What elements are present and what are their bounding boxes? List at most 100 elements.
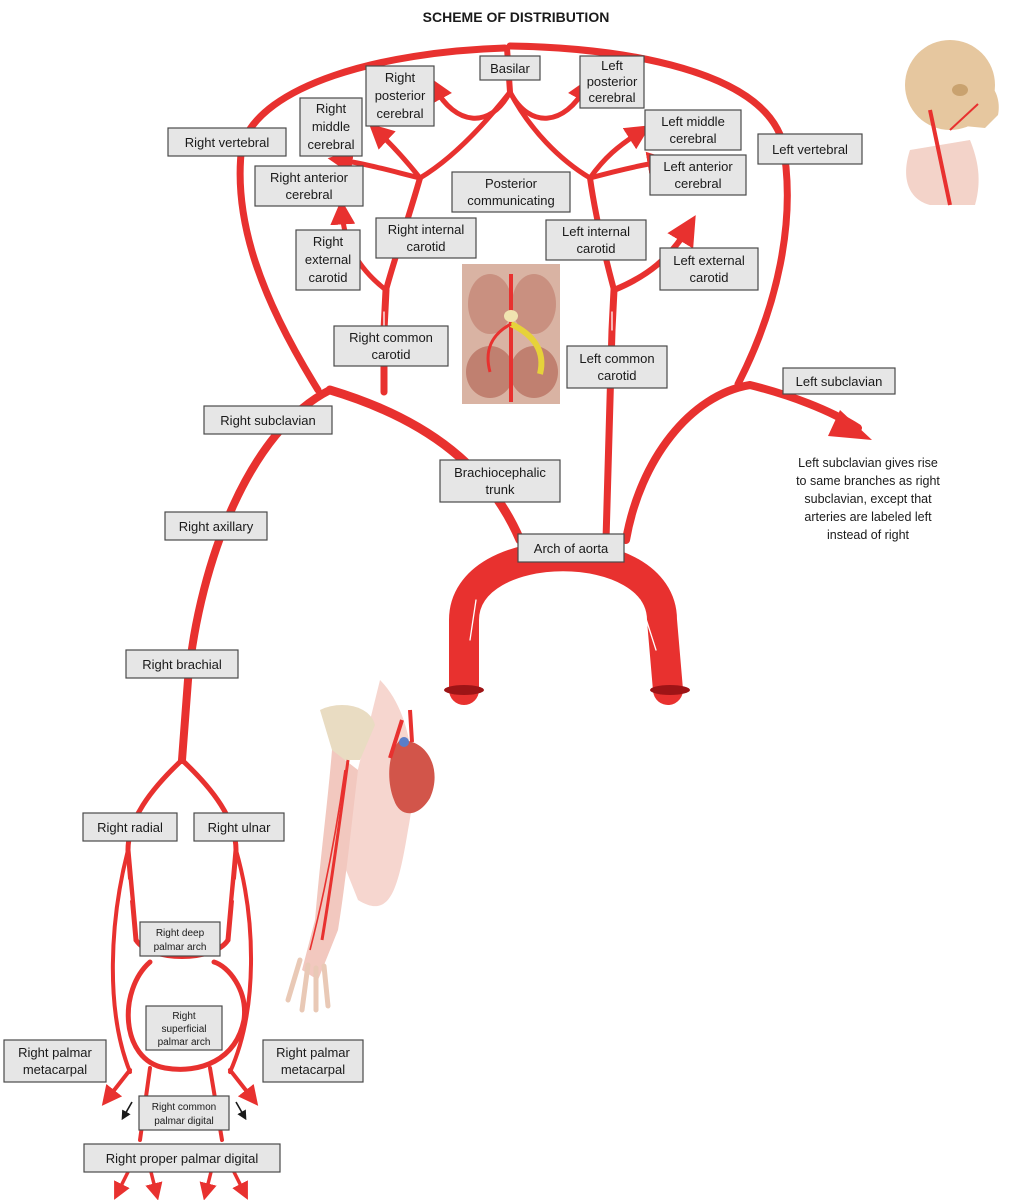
brachiocephalic-trunk-artery bbox=[325, 385, 525, 545]
right-posterior-cerebral-branch bbox=[429, 77, 513, 121]
label-right-subclavian: Right subclavian bbox=[203, 405, 333, 435]
svg-text:palmar digital: palmar digital bbox=[154, 1116, 213, 1127]
svg-text:carotid: carotid bbox=[406, 239, 445, 254]
label-right-common-palmar-digital: Right common palmar digital bbox=[138, 1095, 230, 1131]
svg-text:carotid: carotid bbox=[308, 270, 347, 285]
svg-text:subclavian, except that: subclavian, except that bbox=[804, 492, 932, 506]
svg-text:palmar arch: palmar arch bbox=[154, 942, 207, 953]
brain-base-illustration bbox=[462, 264, 560, 404]
ascending-aorta-opening bbox=[444, 685, 484, 695]
svg-text:Left subclavian: Left subclavian bbox=[796, 374, 883, 389]
svg-text:cerebral: cerebral bbox=[377, 106, 424, 121]
palmar-outer-loop-right bbox=[228, 848, 253, 1074]
svg-text:Left middle: Left middle bbox=[661, 114, 725, 129]
svg-text:cerebral: cerebral bbox=[286, 187, 333, 202]
label-right-ulnar: Right ulnar bbox=[193, 812, 285, 842]
metacarpal-branch-2 bbox=[228, 1068, 259, 1106]
aortic-arch bbox=[449, 541, 683, 705]
svg-text:to same branches as right: to same branches as right bbox=[796, 474, 940, 488]
label-left-external-carotid: Left external carotid bbox=[659, 247, 759, 291]
svg-text:posterior: posterior bbox=[587, 74, 638, 89]
svg-text:carotid: carotid bbox=[371, 347, 410, 362]
svg-text:Left external: Left external bbox=[673, 253, 745, 268]
svg-text:cerebral: cerebral bbox=[675, 176, 722, 191]
svg-text:Right radial: Right radial bbox=[97, 820, 163, 835]
svg-text:communicating: communicating bbox=[467, 193, 554, 208]
svg-text:Left subclavian gives rise: Left subclavian gives rise bbox=[798, 456, 938, 470]
label-left-middle-cerebral: Left middle cerebral bbox=[644, 109, 742, 151]
label-right-palmar-metacarpal-right: Right palmar metacarpal bbox=[262, 1039, 364, 1083]
svg-text:Right subclavian: Right subclavian bbox=[220, 413, 315, 428]
svg-text:posterior: posterior bbox=[375, 88, 426, 103]
left-common-carotid-artery bbox=[602, 286, 618, 544]
descending-aorta-opening bbox=[650, 685, 690, 695]
label-left-vertebral: Left vertebral bbox=[757, 133, 863, 165]
label-right-posterior-cerebral: Right posterior cerebral bbox=[365, 65, 435, 127]
svg-text:Right: Right bbox=[316, 101, 347, 116]
superficial-palmar-arch-artery bbox=[125, 959, 247, 1072]
svg-text:external: external bbox=[305, 252, 351, 267]
label-right-deep-palmar-arch: Right deep palmar arch bbox=[139, 921, 221, 957]
label-right-external-carotid: Right external carotid bbox=[295, 229, 361, 291]
label-left-subclavian: Left subclavian bbox=[782, 367, 896, 395]
left-external-carotid-artery bbox=[611, 215, 696, 293]
svg-text:Left common: Left common bbox=[579, 351, 654, 366]
label-left-common-carotid: Left common carotid bbox=[566, 345, 668, 389]
svg-text:Left: Left bbox=[601, 58, 623, 73]
svg-text:instead of right: instead of right bbox=[827, 528, 910, 542]
label-left-posterior-cerebral: Left posterior cerebral bbox=[579, 55, 645, 109]
right-radial-artery bbox=[125, 757, 185, 943]
svg-text:middle: middle bbox=[312, 119, 350, 134]
svg-text:Right common: Right common bbox=[152, 1102, 216, 1113]
label-left-internal-carotid: Left internal carotid bbox=[545, 219, 647, 261]
label-right-radial: Right radial bbox=[82, 812, 178, 842]
svg-text:Right: Right bbox=[172, 1011, 196, 1022]
svg-text:Right anterior: Right anterior bbox=[270, 170, 349, 185]
diagram-title: SCHEME OF DISTRIBUTION bbox=[423, 9, 610, 25]
svg-text:Right: Right bbox=[313, 234, 344, 249]
right-anterior-cerebral-branch bbox=[327, 149, 423, 181]
svg-text:Right vertebral: Right vertebral bbox=[185, 135, 270, 150]
label-right-anterior-cerebral: Right anterior cerebral bbox=[254, 165, 364, 207]
label-right-common-carotid: Right common carotid bbox=[333, 325, 449, 367]
label-right-brachial: Right brachial bbox=[125, 649, 239, 679]
svg-text:Right palmar: Right palmar bbox=[18, 1045, 92, 1060]
metacarpal-flow-arrow-right bbox=[235, 1101, 247, 1121]
label-right-vertebral: Right vertebral bbox=[167, 127, 287, 157]
svg-text:Brachiocephalic: Brachiocephalic bbox=[454, 465, 546, 480]
label-right-internal-carotid: Right internal carotid bbox=[375, 217, 477, 259]
svg-text:trunk: trunk bbox=[486, 482, 515, 497]
svg-text:Arch of aorta: Arch of aorta bbox=[534, 541, 609, 556]
svg-text:Posterior: Posterior bbox=[485, 176, 538, 191]
svg-text:cerebral: cerebral bbox=[308, 137, 355, 152]
label-right-superficial-palmar-arch: Right superficial palmar arch bbox=[145, 1005, 223, 1051]
label-basilar: Basilar bbox=[479, 55, 541, 81]
svg-text:Right deep: Right deep bbox=[156, 928, 205, 939]
artery-network bbox=[101, 42, 872, 1200]
svg-text:cerebral: cerebral bbox=[589, 90, 636, 105]
right-subclavian-artery bbox=[178, 386, 334, 764]
svg-text:superficial: superficial bbox=[161, 1024, 206, 1035]
label-right-axillary: Right axillary bbox=[164, 511, 268, 541]
label-left-anterior-cerebral: Left anterior cerebral bbox=[649, 154, 747, 196]
svg-text:arteries are labeled left: arteries are labeled left bbox=[804, 510, 932, 524]
svg-text:Right proper palmar digital: Right proper palmar digital bbox=[106, 1151, 259, 1166]
svg-text:metacarpal: metacarpal bbox=[281, 1062, 345, 1077]
svg-text:cerebral: cerebral bbox=[670, 131, 717, 146]
label-brachiocephalic-trunk: Brachiocephalic trunk bbox=[439, 459, 561, 503]
svg-text:Right palmar: Right palmar bbox=[276, 1045, 350, 1060]
metacarpal-branch-1 bbox=[101, 1068, 132, 1106]
svg-text:Right brachial: Right brachial bbox=[142, 657, 222, 672]
svg-text:Basilar: Basilar bbox=[490, 61, 530, 76]
arm-heart-illustration bbox=[285, 680, 435, 1013]
left-middle-cerebral-branch bbox=[587, 125, 651, 181]
svg-text:Right internal: Right internal bbox=[388, 222, 465, 237]
svg-text:Right common: Right common bbox=[349, 330, 433, 345]
label-right-palmar-metacarpal-left: Right palmar metacarpal bbox=[3, 1039, 107, 1083]
left-subclavian-note: Left subclavian gives rise to same branc… bbox=[796, 456, 940, 542]
svg-text:Left anterior: Left anterior bbox=[663, 159, 733, 174]
svg-text:metacarpal: metacarpal bbox=[23, 1062, 87, 1077]
label-posterior-communicating: Posterior communicating bbox=[451, 171, 571, 213]
right-middle-cerebral-branch bbox=[368, 123, 423, 181]
left-posterior-cerebral-branch bbox=[507, 77, 591, 121]
